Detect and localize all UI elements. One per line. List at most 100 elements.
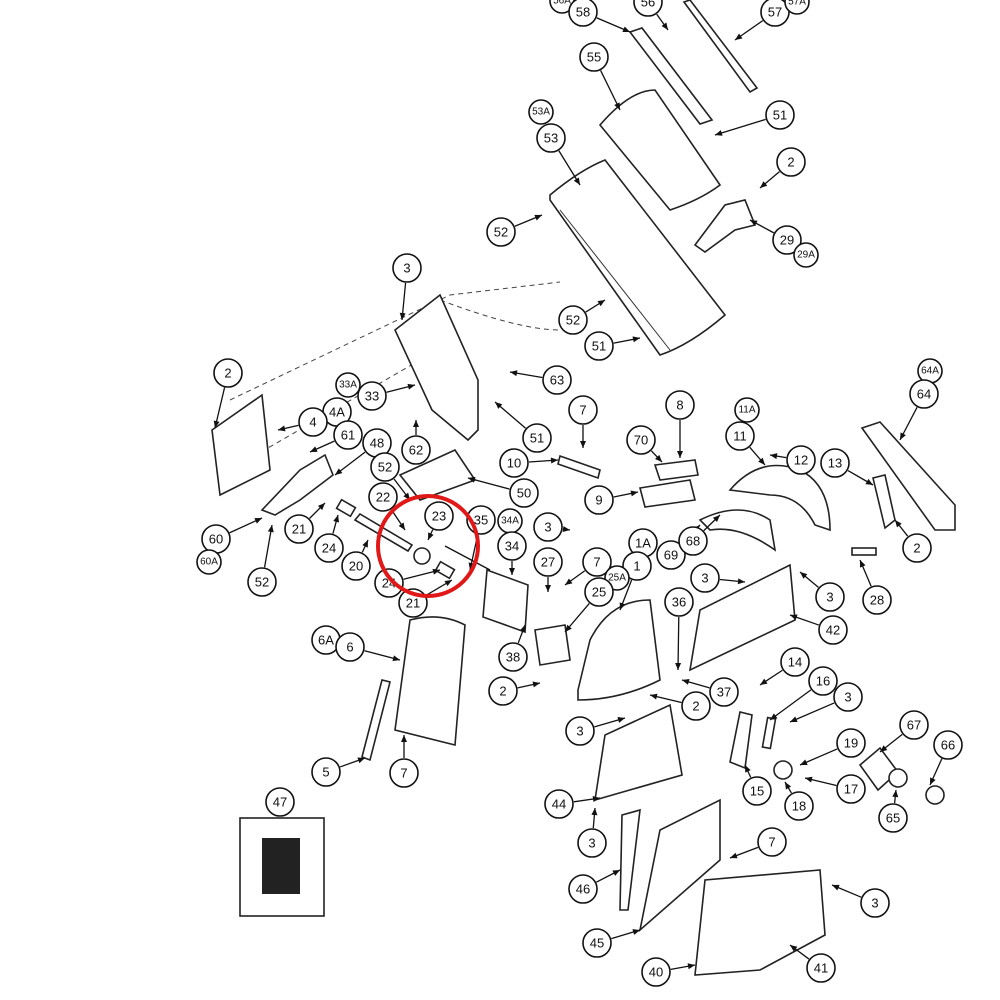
part-13-strip [872,474,896,530]
arrowhead-icon [630,490,638,497]
arrowhead-icon [865,478,873,485]
callout-bubble [213,358,243,388]
callout-label: 45 [590,936,604,951]
part-70-bracket [653,459,699,481]
callout-36: 36 [664,587,694,671]
callout-bubble [878,803,908,833]
part-60-bracket [260,453,334,516]
arrowhead-icon [900,432,906,440]
callout-3: 3 [831,884,890,918]
arrowhead-icon [310,446,318,452]
callout-bubble [577,828,607,858]
callout-7: 7 [568,395,598,448]
callout-bubble [626,425,656,455]
callout-bubble [633,0,663,17]
callout-bubble [488,676,518,706]
part-53-chute [549,159,727,356]
callout-bubble [265,787,295,817]
callout-bubble [734,397,760,423]
callout-label: 25A [608,573,626,584]
part-45-panel [638,798,721,933]
arrowhead-icon [790,945,798,952]
callout-1a: 1A [628,528,658,558]
arrowhead-icon [895,520,902,528]
part-64-rail [860,421,956,531]
arrowhead-icon [413,420,419,427]
callout-label: 15 [750,784,764,799]
callout-bubble [793,242,819,268]
arrowhead-icon [362,540,368,548]
part-6-panel [394,616,466,747]
callout-bubble [536,123,566,153]
callout-bubble [582,547,612,577]
callout-60a: 60A [196,549,222,575]
callout-bubble [784,791,814,821]
callout-label: 4A [329,405,345,420]
part-1-door [577,599,661,701]
callout-29: 29 [749,219,802,255]
part-35-bolt [444,545,491,571]
callout-21: 21 [398,579,453,618]
arrowhead-icon [892,790,899,798]
callout-label: 1 [633,559,640,574]
callout-38: 38 [498,624,528,672]
callout-label: 69 [664,548,678,563]
arrowhead-icon [612,870,620,876]
callout-label: 40 [649,965,663,980]
callout-label: 57 [768,5,782,20]
callout-label: 42 [826,623,840,638]
callout-51: 51 [584,331,641,361]
callout-52: 52 [558,299,606,335]
callout-15: 15 [742,764,772,806]
callout-bubble [772,225,802,255]
part-5-strip [361,679,391,762]
callout-label: 23 [432,509,446,524]
callout-label: 21 [292,522,306,537]
callout-label: 34A [501,516,519,527]
callout-bubble [836,728,866,758]
callout-51: 51 [494,401,552,453]
callout-bubble [933,730,963,760]
callout-11: 11 [725,421,766,466]
callout-34: 34 [497,531,527,575]
callout-label: 8 [676,398,683,413]
callout-bubble [499,448,529,478]
arrowhead-icon [622,26,630,33]
callout-label: 11A [738,405,755,416]
callout-29a: 29A [793,242,819,268]
arrowhead-icon [712,515,720,523]
part-10-strip [557,454,601,480]
arrowhead-icon [509,568,515,575]
arrowhead-icon [770,453,778,460]
callout-3: 3 [789,682,863,723]
callout-4: 4 [277,407,328,437]
callout-18: 18 [784,781,814,821]
arrowhead-icon [398,522,405,530]
callout-bubble [509,478,539,508]
callout-bubble [335,632,365,662]
callout-label: 6 [346,640,353,655]
arrowhead-icon [580,441,586,448]
callout-label: 41 [814,961,828,976]
callout-2: 2 [213,358,243,429]
callout-label: 51 [773,108,787,123]
callout-label: 70 [634,433,648,448]
callout-label: 52 [255,575,269,590]
callout-bubble [357,381,387,411]
part-25-plate [534,624,571,666]
callout-28: 28 [859,559,892,615]
callout-label: 7 [593,555,600,570]
arrowhead-icon [677,451,683,458]
arrowhead-icon [392,655,400,662]
callout-label: 18 [792,799,806,814]
callout-2: 2 [759,147,806,189]
arrowhead-icon [750,220,758,226]
arrowhead-icon [800,572,808,579]
callout-label: 5 [322,765,329,780]
callout-25: 25 [564,577,614,633]
callout-3: 3 [533,512,571,542]
callout-label: 2 [787,155,794,170]
arrowhead-icon [737,578,745,585]
callout-66: 66 [929,730,963,786]
